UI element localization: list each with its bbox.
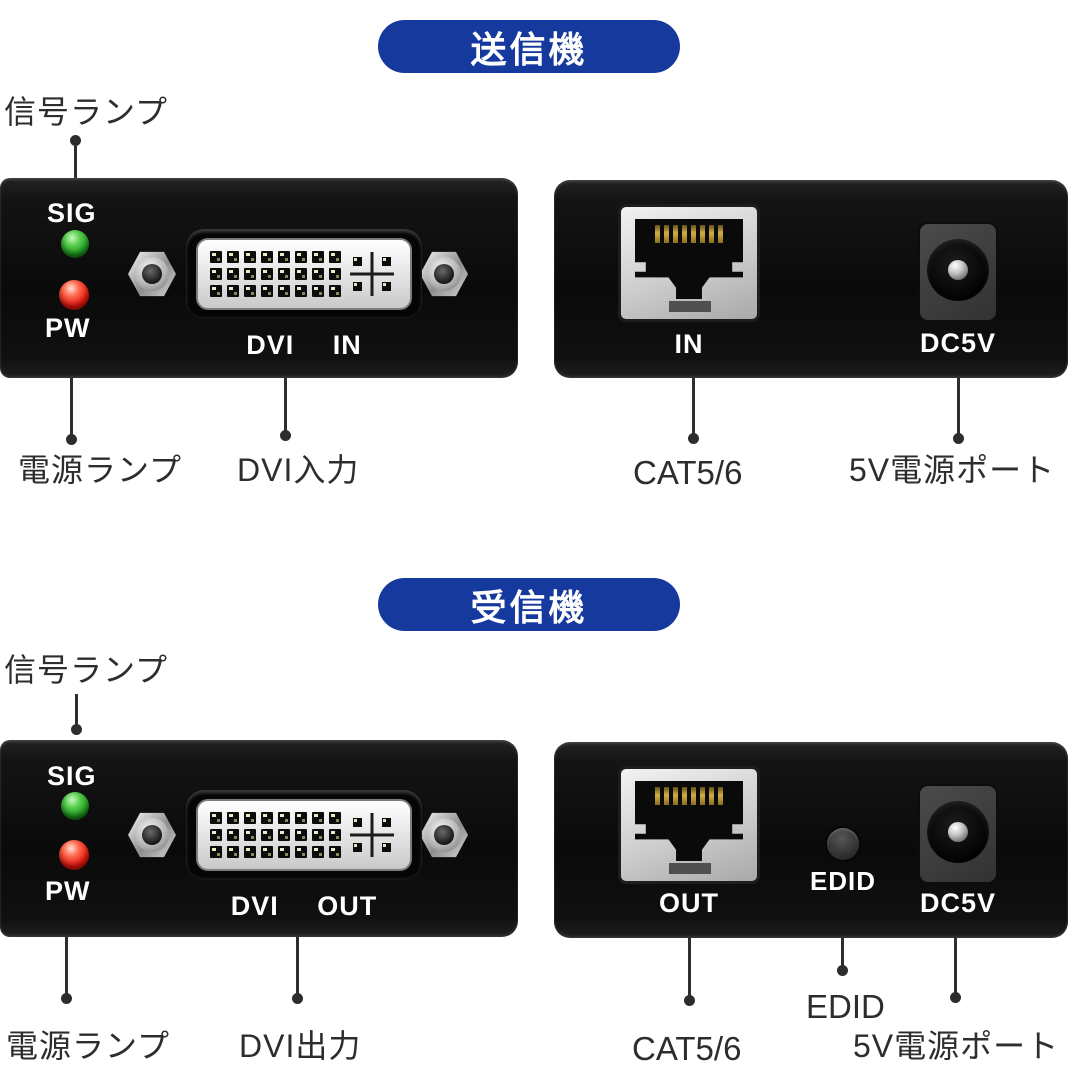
tx-dvi-input-label: DVI入力: [237, 452, 360, 488]
transmitter-title: 送信機: [470, 28, 588, 70]
rx-cat-leader-line: [688, 938, 691, 997]
rx-5v-leader-dot: [950, 992, 961, 1003]
rx-dvi-output-label: DVI出力: [239, 1028, 362, 1064]
rj45-port-icon: [618, 204, 760, 322]
tx-dvi-leader-line: [284, 378, 287, 432]
rx-signal-leader-line: [75, 694, 78, 726]
tx-power-lamp-label: 電源ランプ: [18, 452, 183, 488]
rx-sig-label: SIG: [47, 761, 97, 791]
rj45-port-icon: [618, 766, 760, 884]
tx-power-leader-line: [70, 378, 73, 436]
tx-signal-led-icon: [61, 230, 89, 258]
edid-button-icon: [827, 828, 859, 860]
transmitter-dvi-panel: SIG PW DVI IN: [0, 178, 518, 378]
rx-rj45-label: OUT: [659, 888, 719, 918]
rx-edid-leader-dot: [837, 965, 848, 976]
rx-dc-label: DC5V: [919, 888, 997, 918]
rj45-pin-row: [635, 225, 743, 243]
dc-jack-icon: [918, 784, 998, 884]
receiver-utp-panel: OUT EDID DC5V: [554, 742, 1068, 938]
rx-power-led-icon: [59, 840, 89, 870]
rx-power-leader-line: [65, 937, 68, 995]
dc-jack-icon: [918, 222, 998, 322]
tx-cat-label: CAT5/6: [633, 454, 743, 491]
tx-cat-leader-dot: [688, 433, 699, 444]
screw-post-icon: [128, 250, 176, 298]
transmitter-title-pill: 送信機: [378, 20, 680, 73]
tx-dvi-leader-dot: [280, 430, 291, 441]
rx-power-port-label: 5V電源ポート: [853, 1028, 1060, 1064]
rx-signal-led-icon: [61, 792, 89, 820]
tx-signal-leader-line: [74, 146, 77, 178]
rx-edid-leader-line: [841, 938, 844, 967]
tx-pw-label: PW: [45, 313, 91, 343]
tx-power-port-label: 5V電源ポート: [849, 452, 1056, 488]
dvi-pin-grid: [210, 251, 341, 297]
rx-pw-label: PW: [45, 876, 91, 906]
screw-post-icon: [128, 811, 176, 859]
tx-rj45-label: IN: [674, 329, 704, 359]
tx-cat-leader-line: [692, 378, 695, 435]
rj45-pin-row: [635, 787, 743, 805]
rx-signal-leader-dot: [71, 724, 82, 735]
rx-5v-leader-line: [954, 938, 957, 994]
receiver-title-pill: 受信機: [378, 578, 680, 631]
screw-post-icon: [420, 250, 468, 298]
rx-dvi-leader-line: [296, 937, 299, 995]
tx-signal-leader-dot: [70, 135, 81, 146]
dvi-port-icon: [186, 790, 422, 880]
rx-power-lamp-label: 電源ランプ: [6, 1028, 171, 1064]
transmitter-utp-panel: IN DC5V: [554, 180, 1068, 378]
tx-power-led-icon: [59, 280, 89, 310]
rx-edid-device-label: EDID: [809, 866, 877, 896]
tx-dc-label: DC5V: [919, 328, 997, 358]
rx-dvi-leader-dot: [292, 993, 303, 1004]
tx-sig-label: SIG: [47, 198, 97, 228]
rx-edid-label: EDID: [806, 988, 885, 1025]
rx-power-leader-dot: [61, 993, 72, 1004]
tx-5v-leader-dot: [953, 433, 964, 444]
screw-post-icon: [420, 811, 468, 859]
rx-signal-lamp-label: 信号ランプ: [4, 652, 169, 688]
tx-5v-leader-line: [957, 378, 960, 435]
receiver-title: 受信機: [470, 586, 588, 628]
rx-cat-leader-dot: [684, 995, 695, 1006]
tx-power-leader-dot: [66, 434, 77, 445]
receiver-dvi-panel: SIG PW DVI OUT: [0, 740, 518, 937]
rx-dvi-port-label: DVI OUT: [230, 891, 378, 921]
rx-cat-label: CAT5/6: [632, 1030, 742, 1067]
dvi-port-icon: [186, 229, 422, 319]
dvi-analog-cross-icon: [350, 813, 394, 857]
tx-dvi-port-label: DVI IN: [246, 330, 362, 360]
dvi-analog-cross-icon: [350, 252, 394, 296]
dvi-pin-grid: [210, 812, 341, 858]
tx-signal-lamp-label: 信号ランプ: [4, 94, 169, 130]
